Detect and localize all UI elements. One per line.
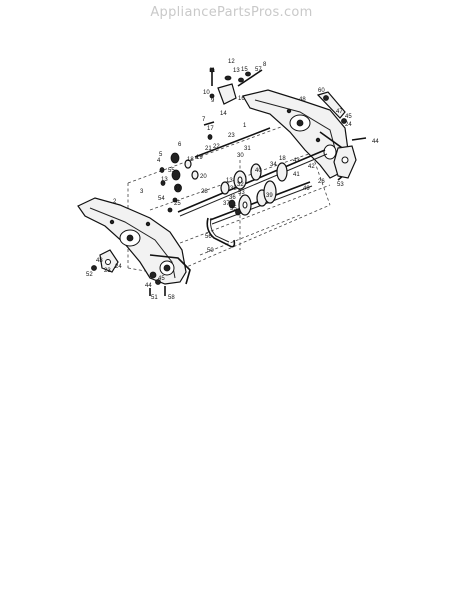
callout-30: 30 — [237, 153, 244, 159]
callout-31: 31 — [244, 146, 251, 152]
callout-5: 5 — [159, 152, 163, 158]
callout-43: 43 — [293, 158, 300, 164]
upper-hardware — [203, 67, 263, 140]
callout-18b: 18 — [279, 156, 286, 162]
callout-12: 12 — [228, 59, 235, 65]
callout-32: 32 — [237, 182, 244, 188]
callout-40: 40 — [255, 168, 262, 174]
callout-19: 19 — [196, 155, 203, 161]
callout-33: 33 — [238, 190, 245, 196]
callout-24: 24 — [345, 122, 352, 128]
drive-belt — [206, 217, 236, 248]
callout-38: 38 — [230, 186, 237, 192]
callout-50: 50 — [207, 248, 214, 254]
callout-35: 35 — [230, 206, 237, 212]
callout-15: 15 — [241, 67, 248, 73]
callout-60: 60 — [318, 88, 325, 94]
left-bracket — [99, 249, 119, 273]
callout-57: 57 — [255, 67, 262, 73]
upper-shaft — [194, 127, 271, 158]
callout-labels: 11 12 13 15 57 8 60 10 9 16 14 48 45 47 … — [86, 59, 379, 301]
callout-36: 36 — [229, 195, 236, 201]
callout-48b: 48 — [96, 258, 103, 264]
gear-cluster-left — [159, 152, 199, 193]
watermark: AppliancePartsPros.com — [150, 5, 313, 20]
callout-23b: 23 — [104, 268, 111, 274]
callout-25: 25 — [174, 201, 181, 207]
callout-3: 3 — [140, 189, 144, 195]
callout-58: 58 — [168, 295, 175, 301]
callout-56: 56 — [205, 234, 212, 240]
callout-4: 4 — [157, 158, 161, 164]
callout-39: 39 — [266, 193, 273, 199]
callout-41: 41 — [293, 172, 300, 178]
callout-14: 14 — [220, 111, 227, 117]
callout-16: 16 — [238, 96, 245, 102]
callout-54: 54 — [158, 196, 165, 202]
callout-8: 8 — [263, 62, 267, 68]
callout-45b: 45 — [158, 276, 165, 282]
callout-7: 7 — [202, 117, 206, 123]
callout-24b: 24 — [115, 264, 122, 270]
callout-13c: 13 — [226, 178, 233, 184]
main-shaft — [177, 149, 328, 217]
callout-52: 52 — [86, 272, 93, 278]
callout-6: 6 — [178, 142, 182, 148]
right-bracket — [316, 91, 357, 179]
callout-23: 23 — [228, 133, 235, 139]
callout-44: 44 — [372, 139, 379, 145]
callout-42: 42 — [308, 164, 315, 170]
callout-2: 2 — [113, 199, 117, 205]
callout-49: 49 — [303, 186, 310, 192]
callout-26: 26 — [318, 179, 325, 185]
callout-44b: 44 — [145, 283, 152, 289]
callout-37: 37 — [223, 201, 230, 207]
pulley-set — [220, 162, 288, 216]
callout-51: 51 — [151, 295, 158, 301]
callout-34: 34 — [270, 162, 277, 168]
callout-13b: 13 — [161, 177, 168, 183]
callout-20: 20 — [200, 174, 207, 180]
callout-22: 22 — [213, 144, 220, 150]
callout-45: 45 — [345, 114, 352, 120]
callout-1: 1 — [243, 123, 247, 129]
callout-55: 55 — [168, 168, 175, 174]
callout-27: 27 — [174, 186, 181, 192]
callout-9: 9 — [211, 98, 215, 104]
callout-48: 48 — [299, 97, 306, 103]
callout-28: 28 — [201, 189, 208, 195]
callout-18: 18 — [187, 157, 194, 163]
callout-53: 53 — [337, 182, 344, 188]
callout-21: 21 — [205, 146, 212, 152]
callout-17: 17 — [207, 126, 214, 132]
callout-10: 10 — [203, 90, 210, 96]
left-frame-plate — [77, 197, 191, 285]
callout-47: 47 — [336, 109, 343, 115]
callout-11: 11 — [209, 68, 216, 74]
callout-13: 13 — [233, 68, 240, 74]
lower-hardware — [91, 95, 367, 296]
